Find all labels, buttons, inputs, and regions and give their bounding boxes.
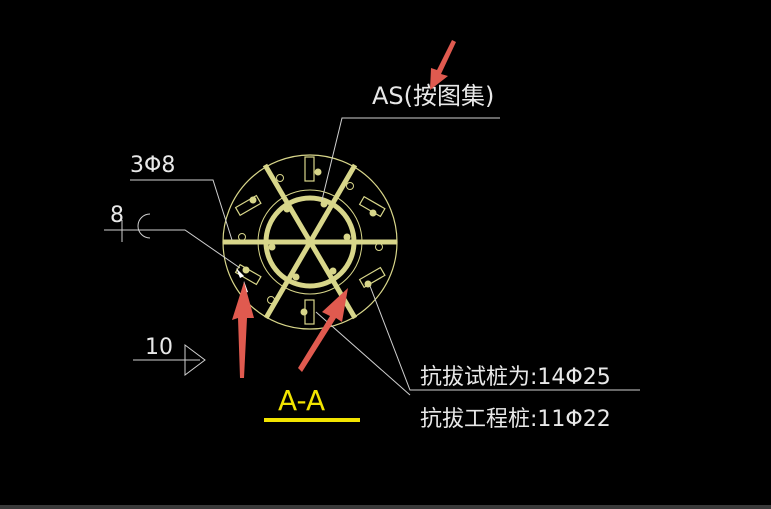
stirrup-label: 3Φ8 (130, 153, 175, 178)
cover-label: 10 (145, 335, 173, 360)
red-arrow-icon (298, 288, 348, 372)
spacing-label: 8 (110, 203, 124, 228)
red-arrow-icon (232, 282, 254, 378)
white-arrowhead (236, 268, 244, 278)
section-title: A-A (278, 384, 325, 417)
leader-lines (104, 117, 640, 396)
test-pile-note: 抗拔试桩为:14Φ25 (420, 365, 611, 390)
rebar-dots (242, 168, 377, 316)
section-title-underline (264, 418, 360, 422)
rebar-diagonal-2 (263, 163, 358, 320)
sounding-tubes (234, 156, 386, 325)
annotation-arrows (232, 40, 456, 378)
pile-cross-section (222, 154, 398, 330)
open-circles (238, 174, 383, 309)
status-bar (0, 505, 771, 509)
work-pile-note: 抗拔工程桩:11Φ22 (420, 407, 611, 432)
red-arrow-icon (430, 40, 456, 90)
